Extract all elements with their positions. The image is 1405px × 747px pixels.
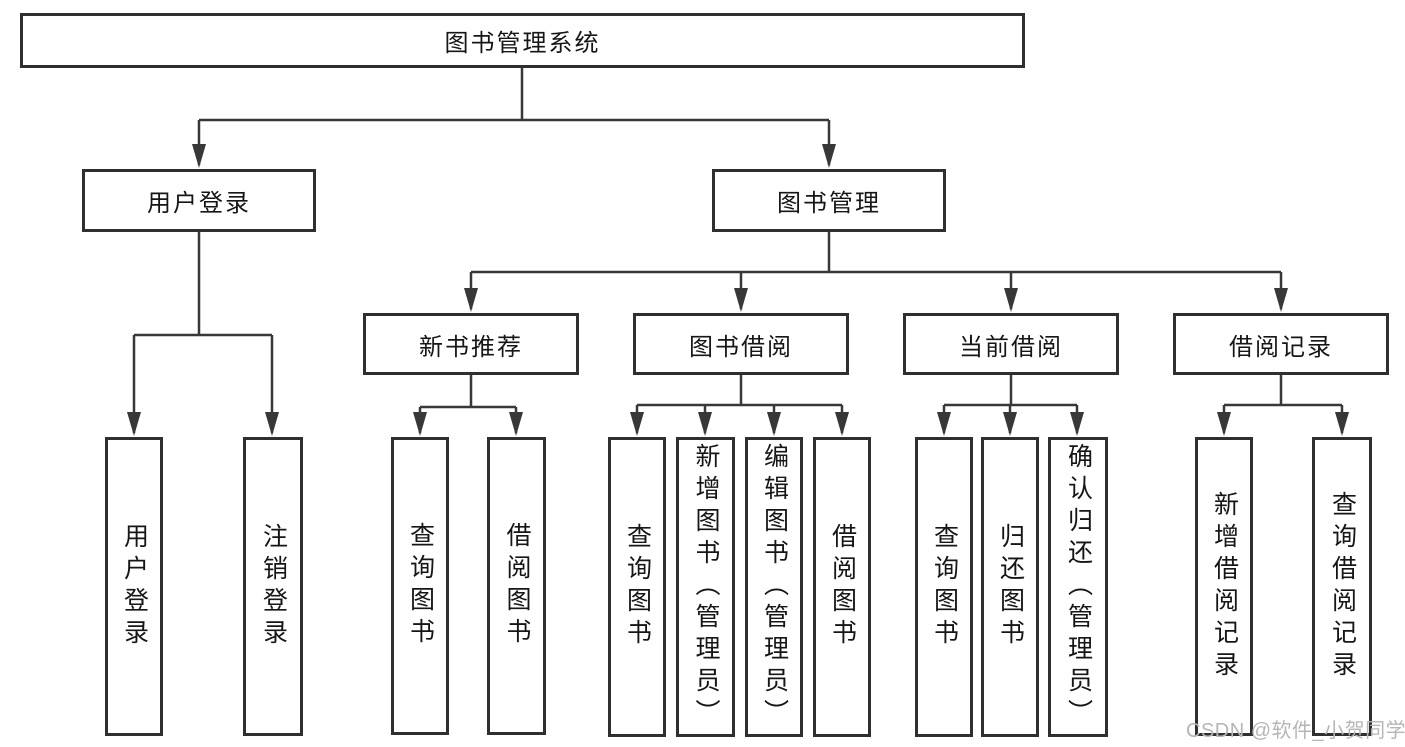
node-book-borrowing: 图书借阅	[633, 313, 849, 375]
node-leaf-confirm-return-admin: 确认归还（管理员）	[1048, 437, 1108, 737]
node-leaf-borrow-books: 借阅图书	[813, 437, 871, 737]
node-book-borrowing-label: 图书借阅	[689, 333, 793, 361]
node-leaf-confirm-return-admin-label: 确认归还（管理员）	[1064, 443, 1093, 731]
node-book-management-label: 图书管理	[777, 190, 881, 217]
node-user-login: 用户登录	[82, 169, 316, 232]
node-leaf-query-borrow-record: 查询借阅记录	[1312, 437, 1372, 736]
node-leaf-query-books-current-label: 查询图书	[930, 523, 959, 651]
node-leaf-user-login-label: 用户登录	[120, 522, 149, 651]
node-leaf-query-books-current: 查询图书	[915, 437, 973, 737]
node-leaf-logout: 注销登录	[243, 437, 303, 736]
node-leaf-add-books-admin: 新增图书（管理员）	[676, 437, 735, 737]
node-current-borrowing: 当前借阅	[903, 313, 1119, 375]
node-leaf-user-login: 用户登录	[105, 437, 163, 736]
node-library-management-system: 图书管理系统	[20, 13, 1025, 68]
node-borrowing-records: 借阅记录	[1173, 313, 1389, 375]
node-new-book-recommend-label: 新书推荐	[419, 333, 523, 361]
node-user-login-label: 用户登录	[147, 190, 251, 217]
node-leaf-query-books-borrowing-label: 查询图书	[623, 523, 652, 651]
node-leaf-return-books-label: 归还图书	[996, 523, 1025, 651]
node-leaf-borrow-books-recommend-label: 借阅图书	[503, 522, 531, 650]
node-borrowing-records-label: 借阅记录	[1229, 333, 1333, 361]
node-book-management: 图书管理	[712, 169, 946, 232]
node-leaf-logout-label: 注销登录	[259, 522, 288, 651]
node-library-management-system-label: 图书管理系统	[444, 30, 601, 57]
node-new-book-recommend: 新书推荐	[363, 313, 579, 375]
node-leaf-add-borrow-record-label: 新增借阅记录	[1210, 490, 1239, 683]
watermark: CSDN @软件_小贺同学	[1186, 720, 1405, 742]
node-leaf-edit-books-admin-label: 编辑图书（管理员）	[760, 443, 789, 731]
node-leaf-query-borrow-record-label: 查询借阅记录	[1328, 490, 1357, 683]
node-leaf-query-books-recommend: 查询图书	[391, 437, 449, 735]
node-leaf-query-books-borrowing: 查询图书	[608, 437, 666, 737]
node-leaf-borrow-books-label: 借阅图书	[828, 523, 857, 651]
node-leaf-return-books: 归还图书	[981, 437, 1039, 737]
node-leaf-borrow-books-recommend: 借阅图书	[487, 437, 546, 735]
node-leaf-edit-books-admin: 编辑图书（管理员）	[745, 437, 803, 737]
node-leaf-add-borrow-record: 新增借阅记录	[1195, 437, 1253, 736]
node-leaf-query-books-recommend-label: 查询图书	[406, 522, 435, 650]
node-current-borrowing-label: 当前借阅	[959, 333, 1063, 361]
node-leaf-add-books-admin-label: 新增图书（管理员）	[692, 443, 720, 731]
